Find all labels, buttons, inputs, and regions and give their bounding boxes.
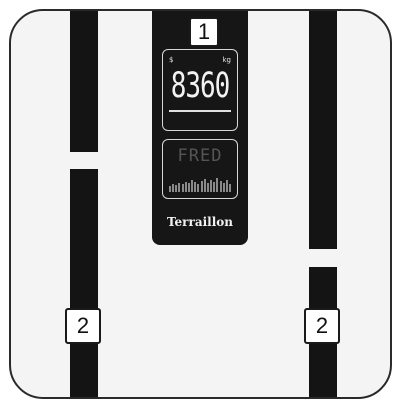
display-divider-line [169,110,231,112]
unit-indicator-left: $ [169,56,174,64]
right-electrode-upper [309,11,337,249]
callout-display: 1 [189,17,219,47]
left-electrode-lower [70,169,98,397]
user-name-readout: FRED [177,146,223,166]
body-composition-bars [169,170,231,192]
left-electrode-upper [70,11,98,152]
unit-indicator-kg: kg [222,56,232,64]
user-display: FRED [162,139,238,199]
callout-right-electrode: 2 [304,308,340,344]
weight-display: $ kg 8360 [162,49,238,131]
callout-left-electrode: 2 [65,308,101,344]
display-panel: $ kg 8360 FRED Terraillon [152,11,248,245]
brand-logo: Terraillon [166,215,233,229]
weight-readout: 8360 [170,66,231,107]
